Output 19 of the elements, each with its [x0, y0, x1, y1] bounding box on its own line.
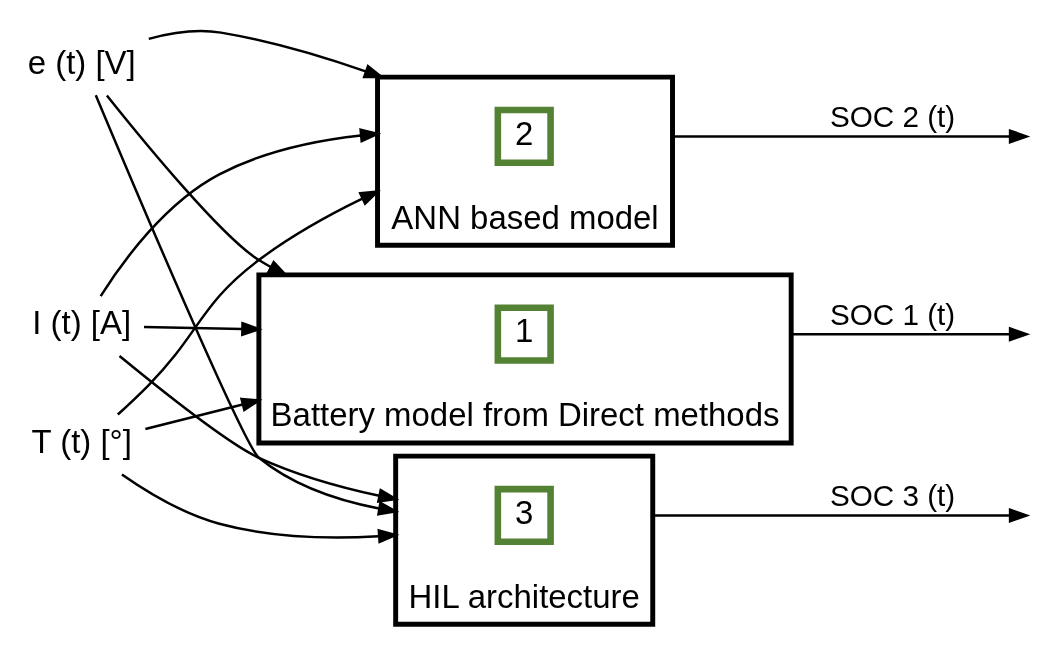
node-text: e (t) [V] — [27, 43, 136, 81]
arrow — [672, 128, 1031, 144]
arrow — [116, 189, 381, 415]
arrow — [121, 472, 400, 544]
node-box: 1 — [494, 304, 554, 364]
arrow — [99, 127, 382, 297]
edge-label: SOC 3 (t) — [829, 478, 956, 512]
arrow — [791, 326, 1031, 342]
arrow — [143, 320, 263, 336]
arrow — [652, 507, 1031, 523]
node-text: I (t) [A] — [32, 303, 132, 341]
arrow — [94, 94, 400, 516]
edge-label: SOC 2 (t) — [829, 99, 956, 133]
arrow — [145, 397, 263, 430]
edge-label: SOC 1 (t) — [829, 297, 956, 331]
node-text: T (t) [°] — [31, 422, 132, 460]
node-box: 3 — [494, 485, 554, 545]
node-box: 2 — [494, 106, 554, 166]
arrow — [118, 354, 400, 503]
